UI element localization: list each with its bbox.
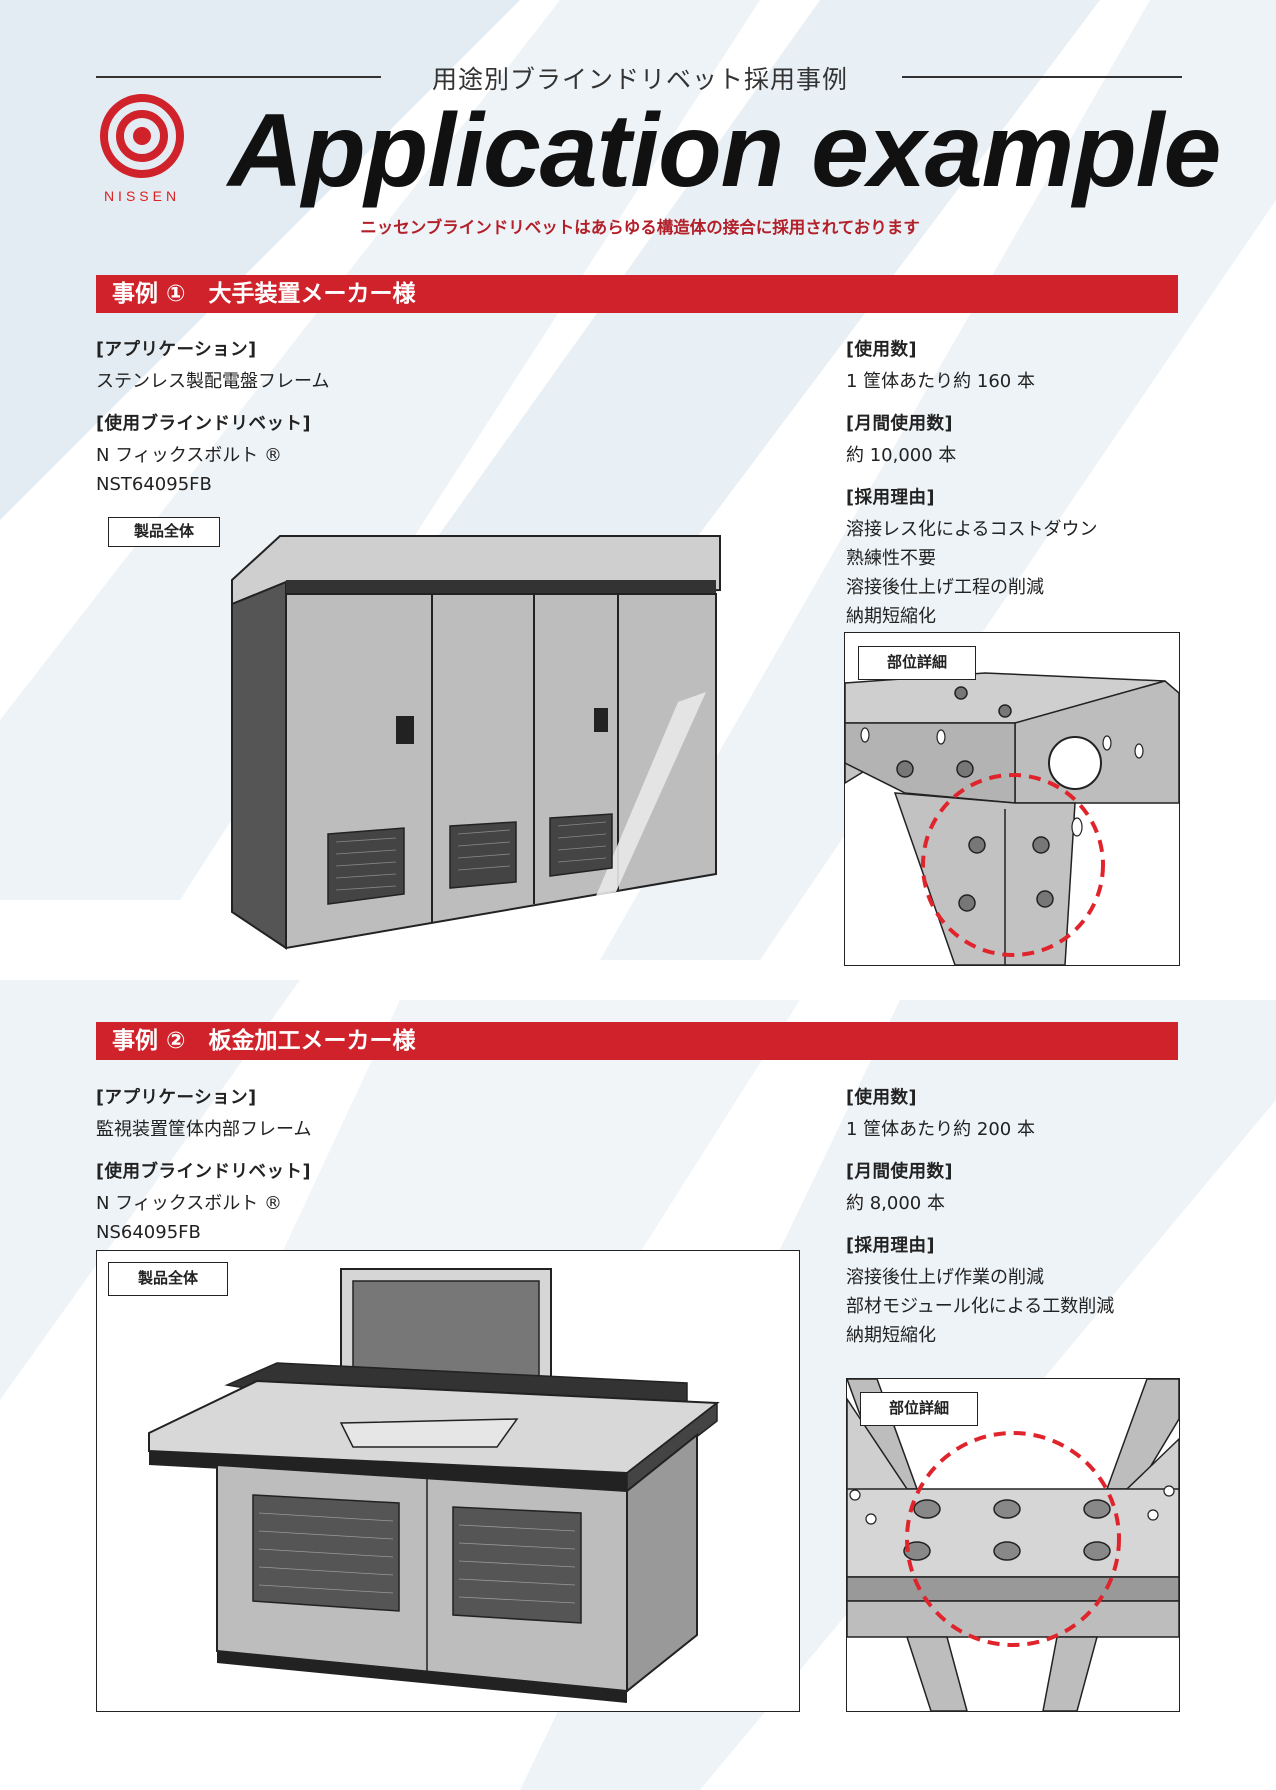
nissen-logo: NISSEN <box>94 94 190 204</box>
case2-monthly-label: [月間使用数] <box>846 1162 953 1182</box>
page-subtitle: 用途別ブラインドリベット採用事例 <box>431 65 848 94</box>
case2-rivet-line: NS64095FB <box>96 1222 201 1243</box>
case2-reason-item: 溶接後仕上げ作業の削減 <box>846 1267 1044 1288</box>
case2-product-image <box>96 1250 800 1712</box>
case1-rivet-line: N フィックスボルト ® <box>96 445 283 466</box>
case1-usage-label: [使用数] <box>846 340 917 360</box>
case2-rivet-line: N フィックスボルト ® <box>96 1193 283 1214</box>
target-logo-icon <box>100 94 184 178</box>
console-illustration <box>97 1251 799 1711</box>
case1-monthly-label: [月間使用数] <box>846 414 953 434</box>
case1-reason-item: 納期短縮化 <box>846 606 936 627</box>
case2-heading: 事例 ② 板金加工メーカー様 <box>96 1022 1178 1060</box>
case1-usage-value: 1 筐体あたり約 160 本 <box>846 371 1035 392</box>
cabinet-illustration <box>231 535 721 950</box>
case2-application-label: [アプリケーション] <box>96 1088 257 1108</box>
case1-rivet-label: [使用ブラインドリベット] <box>96 414 311 434</box>
case1-product-image <box>96 512 820 966</box>
case1-right-info: [使用数] 1 筐体あたり約 160 本 [月間使用数] 約 10,000 本 … <box>846 336 1186 631</box>
tagline: ニッセンブラインドリベットはあらゆる構造体の接合に採用されております <box>360 218 920 237</box>
frame-joint-illustration <box>845 633 1179 965</box>
subtitle-rule-right <box>902 76 1182 78</box>
case1-application-label: [アプリケーション] <box>96 340 257 360</box>
case1-application-value: ステンレス製配電盤フレーム <box>96 371 330 392</box>
case2-rivet-label: [使用ブラインドリベット] <box>96 1162 311 1182</box>
case2-usage-label: [使用数] <box>846 1088 917 1108</box>
case1-reason-label: [採用理由] <box>846 488 935 508</box>
case1-heading: 事例 ① 大手装置メーカー様 <box>96 275 1178 313</box>
case1-monthly-value: 約 10,000 本 <box>846 445 957 466</box>
case1-rivet-line: NST64095FB <box>96 474 212 495</box>
case2-usage-value: 1 筐体あたり約 200 本 <box>846 1119 1035 1140</box>
case2-left-info: [アプリケーション] 監視装置筐体内部フレーム [使用ブラインドリベット] N … <box>96 1084 596 1247</box>
case2-monthly-value: 約 8,000 本 <box>846 1193 945 1214</box>
case2-detail-image <box>846 1378 1180 1712</box>
case1-detail-image <box>844 632 1180 966</box>
logo-text: NISSEN <box>103 188 181 204</box>
case2-detail-tag: 部位詳細 <box>860 1392 978 1426</box>
case1-reason-item: 溶接レス化によるコストダウン <box>846 519 1098 540</box>
case2-reason-item: 部材モジュール化による工数削減 <box>846 1296 1115 1317</box>
case1-product-tag: 製品全体 <box>108 517 220 547</box>
case2-reason-item: 納期短縮化 <box>846 1325 936 1346</box>
case1-left-info: [アプリケーション] ステンレス製配電盤フレーム [使用ブラインドリベット] N… <box>96 336 596 499</box>
subtitle-rule-left <box>96 76 381 78</box>
case1-reason-item: 熟練性不要 <box>846 548 936 569</box>
case1-reason-item: 溶接後仕上げ工程の削減 <box>846 577 1044 598</box>
case2-right-info: [使用数] 1 筐体あたり約 200 本 [月間使用数] 約 8,000 本 [… <box>846 1084 1186 1350</box>
case2-application-value: 監視装置筐体内部フレーム <box>96 1119 312 1140</box>
case2-product-tag: 製品全体 <box>108 1262 228 1296</box>
page-title: Application example <box>228 93 1221 209</box>
case2-reason-label: [採用理由] <box>846 1236 935 1256</box>
internal-frame-illustration <box>847 1379 1179 1711</box>
case1-detail-tag: 部位詳細 <box>858 646 976 680</box>
